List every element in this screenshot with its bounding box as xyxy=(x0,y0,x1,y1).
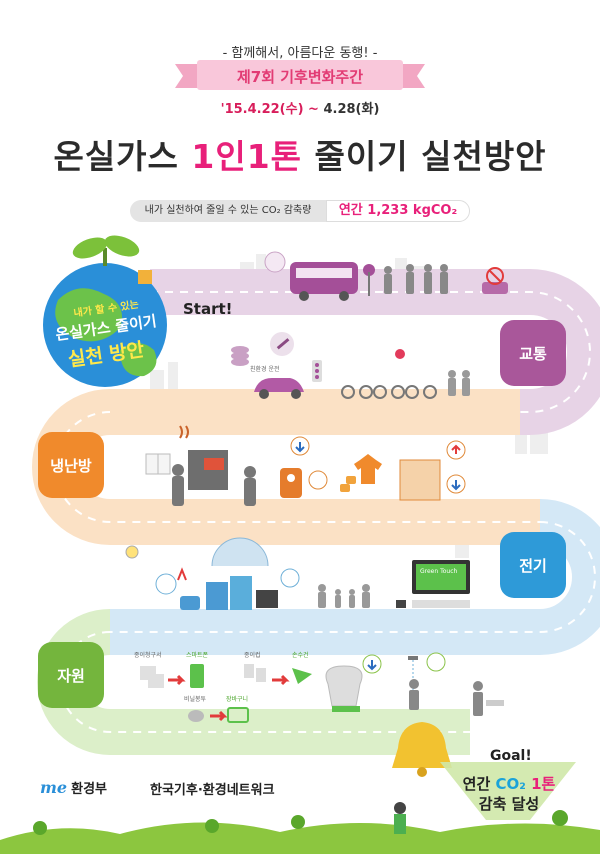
timer-icon xyxy=(280,568,300,588)
thermometer-down-icon xyxy=(290,436,310,456)
family-walking-icon xyxy=(448,370,470,396)
heater-icon xyxy=(399,459,441,501)
eco-drive-label: 친환경 운전 xyxy=(250,366,280,373)
temp-down-icon xyxy=(446,474,466,494)
paper-cup-label: 종이컵 xyxy=(244,652,261,659)
network-name: 한국기후·환경네트워크 xyxy=(150,783,275,798)
basket-label: 장바구니 xyxy=(226,696,249,703)
category-resource: 자원 xyxy=(38,642,104,708)
handkerchief-label: 손수건 xyxy=(292,652,309,659)
thermometer-icon xyxy=(308,470,328,490)
gauge-icon xyxy=(211,537,269,567)
plastic-bag-icon xyxy=(188,710,204,722)
title-pre: 온실가스 xyxy=(53,137,192,176)
coins-icon xyxy=(231,346,249,366)
date-end: 4.28(화) xyxy=(318,102,380,117)
timer-icon-2 xyxy=(426,652,446,672)
title-post: 줄이기 실천방안 xyxy=(302,137,547,176)
network-logo: 한국기후·환경네트워크 xyxy=(150,779,275,798)
tagline: - 함께해서, 아름다운 동행! - xyxy=(222,46,378,61)
appliances-icon xyxy=(180,576,278,610)
power-arrow-icon xyxy=(155,567,187,595)
wrench-icon xyxy=(270,332,294,356)
category-transport: 교통 xyxy=(500,320,566,386)
paper-cup-icon xyxy=(244,664,266,682)
goal-label: Goal! xyxy=(490,748,532,764)
goal-amount: 1톤 xyxy=(525,775,556,793)
goal-prefix: 연간 xyxy=(462,775,496,793)
person-ringing-icon xyxy=(394,802,406,834)
goal-co2: CO₂ xyxy=(495,775,526,793)
reduction-bar: 내가 실천하여 줄일 수 있는 CO₂ 감축량 연간 1,233 kgCO₂ xyxy=(130,200,470,222)
bus-icon xyxy=(290,262,358,301)
person-sink-icon xyxy=(473,681,504,716)
traffic-light-icon xyxy=(312,360,322,382)
handkerchief-icon xyxy=(292,668,312,684)
temp-up-icon xyxy=(446,440,466,460)
plastic-bag-label: 비닐봉투 xyxy=(184,696,207,703)
page-title: 온실가스 1인1톤 줄이기 실천방안 xyxy=(0,130,600,178)
family-icon xyxy=(318,584,370,608)
category-power: 전기 xyxy=(500,532,566,598)
globe-label: 내가 할 수 있는 온실가스 줄이기 실천 방안 xyxy=(46,299,166,371)
tv-icon xyxy=(412,560,470,594)
plug-icon xyxy=(396,600,406,608)
person-pointing-icon xyxy=(172,464,184,506)
basket-icon xyxy=(227,707,249,723)
goal-line2: 감축 달성 xyxy=(478,795,540,813)
no-car-icon xyxy=(482,267,508,294)
reduction-label: 내가 실천하여 줄일 수 있는 CO₂ 감축량 xyxy=(130,200,326,222)
green-touch-label: Green Touch xyxy=(420,568,458,575)
co2-down-icon xyxy=(362,654,382,674)
people-walking-icon xyxy=(384,264,448,294)
window-icon xyxy=(145,453,171,475)
ribbon-banner xyxy=(175,60,425,90)
trash-bag-icon xyxy=(325,665,363,707)
title-highlight: 1인1톤 xyxy=(191,137,303,176)
paper-bill-icon xyxy=(140,666,164,688)
steam-icon xyxy=(179,425,189,439)
boiler-icon xyxy=(280,468,302,498)
smartphone-icon xyxy=(190,664,204,688)
reduction-value: 연간 1,233 kgCO₂ xyxy=(326,200,470,222)
ministry-name: 환경부 xyxy=(71,782,107,797)
bulb-icon xyxy=(125,545,139,559)
start-label: Start! xyxy=(183,300,233,318)
sun-icon xyxy=(395,349,405,359)
globe-icon xyxy=(43,235,167,387)
electric-car-icon xyxy=(254,378,304,399)
scale-icon xyxy=(332,706,360,712)
smartphone-label: 스마트폰 xyxy=(186,652,209,659)
category-heating: 냉난방 xyxy=(38,432,104,498)
event-title: 제7회 기후변화주간 xyxy=(236,68,364,86)
goal-text: 연간 CO₂ 1톤 감축 달성 xyxy=(444,774,574,814)
bell-icon xyxy=(392,722,452,777)
paper-bill-label: 종이청구서 xyxy=(134,652,162,659)
person-cooking-icon xyxy=(244,466,256,506)
cyclists-icon xyxy=(341,385,437,399)
date-start: '15.4.22(수) ~ xyxy=(220,102,319,117)
moe-logo-icon: me xyxy=(40,778,68,797)
event-dates: '15.4.22(수) ~ 4.28(화) xyxy=(0,98,600,117)
person-shower-icon xyxy=(409,679,419,710)
sweater-icon xyxy=(354,454,382,484)
socks-icon xyxy=(340,476,356,492)
